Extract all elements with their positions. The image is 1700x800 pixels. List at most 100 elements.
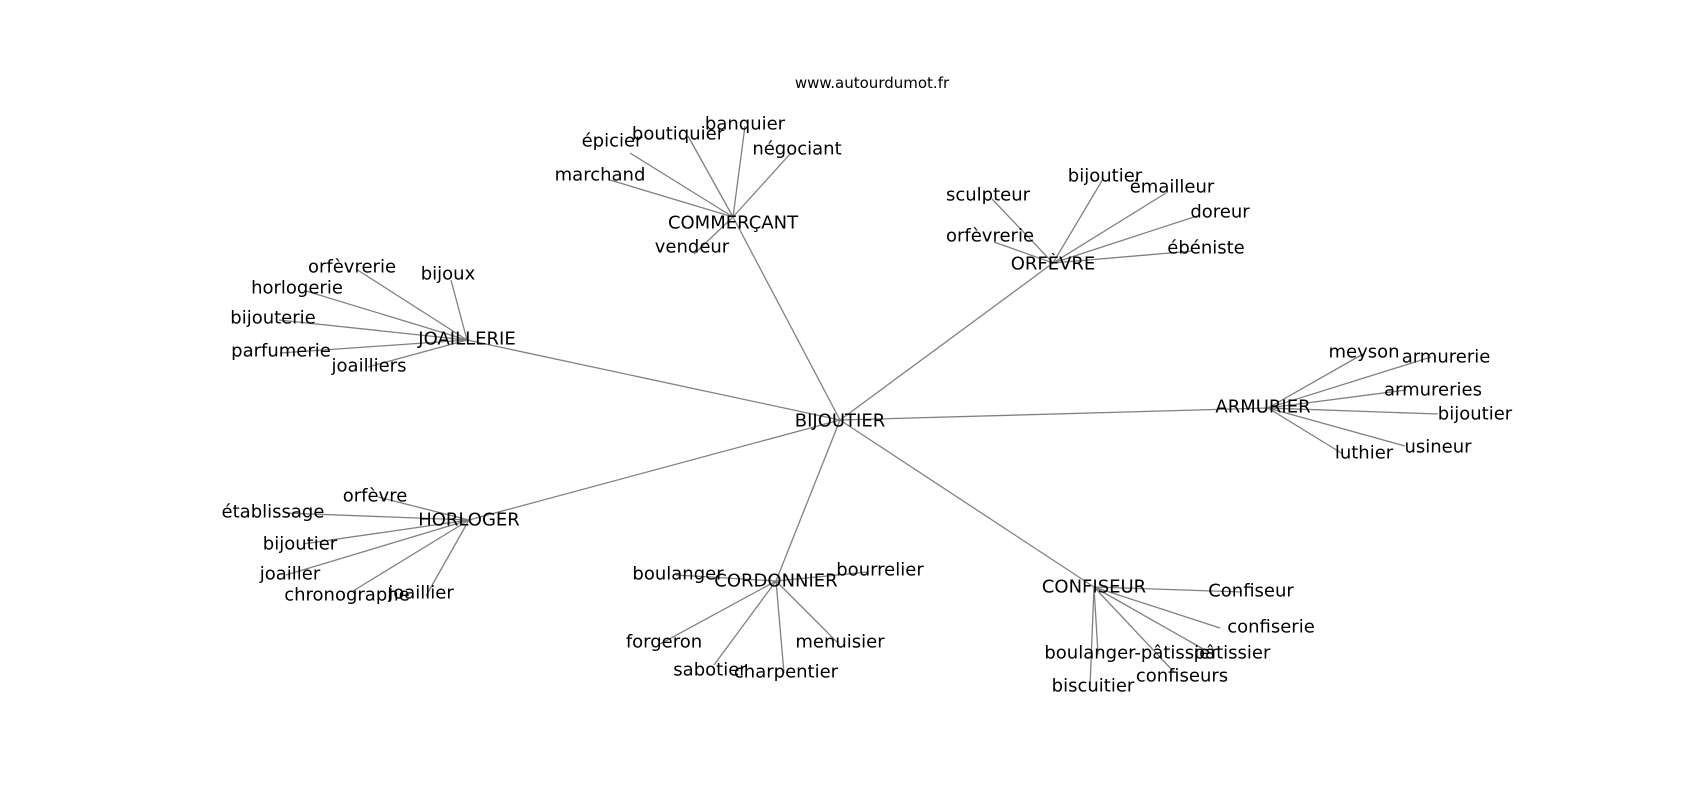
node-label-joailliers: joailliers [331,356,407,377]
watermark-text: www.autourdumot.fr [795,74,950,92]
edge-confiseur-biscuitier [1089,586,1095,688]
edge-armurier-meyson [1267,353,1364,409]
node-label-negociant: négociant [752,139,841,160]
edge-bijoutier-confiseur [839,419,1095,588]
node-label-orfevre: ORFÈVRE [1011,253,1096,275]
edge-armurier-luthier [1267,407,1344,455]
edge-commercant-banquier [732,125,746,218]
node-label-ebeniste: ébéniste [1167,238,1245,259]
edge-joaillerie-orfevrerie-j [355,268,468,341]
node-label-armurerie: armurerie [1402,347,1491,368]
node-label-meyson: meyson [1328,342,1399,363]
edge-cordonnier-bourrelier [775,571,869,582]
edges-layer [278,125,1439,688]
node-label-biscuitier: biscuitier [1052,676,1135,697]
edge-bijoutier-armurier [839,407,1269,421]
edge-armurier-armureries [1267,389,1407,409]
node-label-bijoutier-a: bijoutier [1438,404,1513,425]
node-label-marchand: marchand [555,165,646,186]
node-label-cordonnier: CORDONNIER [714,571,837,592]
edge-bijoutier-orfevre [839,262,1054,421]
edge-bijoutier-horloger [468,419,841,521]
node-label-vendeur: vendeur [655,237,730,258]
node-label-orfevrerie-o: orfèvrerie [946,226,1034,247]
node-label-bijoutier: BIJOUTIER [795,411,886,432]
node-label-commercant: COMMERÇANT [668,213,799,234]
edge-joaillerie-bijoux [450,279,468,341]
node-label-confiserie: confiserie [1227,617,1315,638]
edge-armurier-usineur [1267,407,1406,447]
edge-cordonnier-sabotier [713,580,777,666]
node-label-joaillerie: JOAILLERIE [417,329,515,350]
edge-confiseur-confiserie [1093,586,1221,629]
edge-joaillerie-joailliers [367,339,468,368]
edge-cordonnier-charpentier [775,580,785,674]
node-label-bijoutier-h: bijoutier [263,534,338,555]
edge-orfevre-emailleur [1052,192,1167,264]
edge-confiseur-confiseurs [1093,586,1175,673]
node-label-forgeron: forgeron [626,632,702,653]
edge-confiseur-confiseur-c [1093,586,1243,593]
node-label-horlogerie: horlogerie [251,278,343,299]
edge-orfevre-bijoutier-o [1052,178,1104,264]
edge-orfevre-doreur [1052,215,1198,264]
node-label-joaillier: joaillier [387,583,454,604]
node-label-confiseurs: confiseurs [1136,666,1228,687]
node-label-armureries: armureries [1384,380,1482,401]
edge-commercant-epicier [629,152,734,218]
node-label-orfevre-h: orfèvre [343,486,408,507]
node-label-sabotier: sabotier [673,660,747,681]
node-label-parfumerie: parfumerie [231,341,331,362]
edge-confiseur-patissier [1093,586,1213,655]
edge-joaillerie-parfumerie [279,339,468,354]
edge-horloger-etablissage [284,512,470,521]
node-label-banquier: banquier [705,114,786,135]
node-label-joailler: joailler [259,564,321,585]
node-label-charpentier: charpentier [734,662,839,683]
edge-commercant-vendeur [693,216,734,255]
edge-confiseur-boulanger-patissier [1093,586,1099,655]
edge-bijoutier-joaillerie [466,339,841,421]
edge-cordonnier-forgeron [659,580,777,645]
edge-commercant-negociant [732,153,791,218]
node-label-etablissage: établissage [222,502,325,523]
node-label-boulanger-patissier: boulanger-pâtissier [1044,643,1218,664]
edge-joaillerie-bijouterie [278,319,468,341]
node-label-boutiquier: boutiquier [632,124,725,145]
node-label-menuisier: menuisier [795,632,885,653]
node-label-confiseur-c: Confiseur [1208,581,1294,602]
edge-bijoutier-commercant [732,216,841,421]
edge-cordonnier-boulanger [675,574,777,582]
node-label-boulanger: boulanger [632,564,724,585]
edge-orfevre-orfevrerie-o [993,241,1054,264]
node-label-patissier: pâtissier [1194,643,1271,664]
node-label-armurier: ARMURIER [1215,397,1310,418]
node-label-chronographe: chronographe [284,585,410,606]
edge-joaillerie-horlogerie [305,290,468,341]
node-label-horloger: HORLOGER [418,510,520,531]
node-label-bourrelier: bourrelier [836,560,924,581]
edge-horloger-joailler [285,519,470,576]
edge-cordonnier-menuisier [775,580,839,644]
edge-horloger-bijoutier-h [302,519,470,545]
edge-orfevre-sculpteur [991,198,1054,264]
edge-horloger-orfevre-h [377,496,470,521]
node-label-luthier: luthier [1335,443,1394,464]
node-label-bijouterie: bijouterie [230,308,315,329]
node-label-sculpteur: sculpteur [946,185,1031,206]
edge-horloger-joaillier [425,519,470,597]
edge-armurier-armurerie [1267,356,1432,409]
edge-orfevre-ebeniste [1052,250,1194,264]
node-label-bijoux: bijoux [421,264,476,285]
node-label-confiseur: CONFISEUR [1042,577,1146,598]
node-label-emailleur: émailleur [1130,177,1215,198]
node-label-doreur: doreur [1190,202,1250,223]
node-label-epicier: épicier [582,131,643,152]
edge-commercant-marchand [609,179,734,218]
node-label-usineur: usineur [1404,437,1472,458]
edge-bijoutier-cordonnier [775,419,841,582]
node-label-bijoutier-o: bijoutier [1068,166,1143,187]
labels-layer: BIJOUTIER COMMERÇANT épicierboutiquierbanq… [222,114,1513,697]
node-label-orfevrerie-j: orfèvrerie [308,257,396,278]
